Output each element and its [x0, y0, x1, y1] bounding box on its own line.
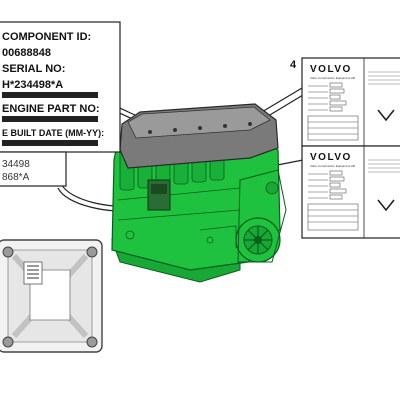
emission-label-a-subtitle: Volvo Construction Equipment AB	[310, 76, 355, 80]
barcode-2	[2, 116, 98, 122]
secondary-label-line-1: 34498	[2, 159, 30, 170]
label-line-serial-no: SERIAL NO:	[2, 63, 65, 75]
label-line-engine-part-no: ENGINE PART NO:	[2, 103, 100, 115]
ecu-plate-sticker-lines	[27, 265, 39, 279]
engine-illustration	[111, 103, 287, 283]
valve-cover-bolts	[148, 122, 252, 134]
emission-label-a-table	[307, 115, 359, 141]
secondary-label: 34498 868*A	[0, 151, 67, 187]
label-line-component-number: 00688848	[2, 47, 51, 59]
timing-cover	[237, 169, 287, 263]
label-line-serial-number: H*234498*A	[2, 79, 63, 91]
emission-label-b-fields	[308, 170, 347, 200]
emission-label-b: VOLVO Volvo Construction Equipment AB	[301, 145, 400, 239]
emission-label-a-brand: VOLVO	[310, 64, 352, 75]
emission-label-b-subtitle: Volvo Construction Equipment AB	[310, 164, 355, 168]
emission-label-b-brand: VOLVO	[310, 152, 352, 163]
callout-number-4: 4	[290, 59, 297, 71]
emission-label-b-volvo-mark	[377, 199, 395, 212]
emission-label-a-volvo-mark	[377, 109, 395, 122]
label-line-component-id: COMPONENT ID:	[2, 31, 91, 43]
component-id-label: COMPONENT ID: 00688848 SERIAL NO: H*2344…	[0, 21, 121, 153]
ecu-plate-sticker	[23, 261, 43, 285]
secondary-label-line-2: 868*A	[2, 172, 30, 183]
barcode-3	[2, 140, 98, 146]
valve-cover-top	[127, 106, 271, 139]
emission-label-a-right-text	[368, 71, 400, 85]
emission-label-b-right-text	[368, 159, 400, 173]
emission-label-a-fields	[308, 82, 347, 112]
emission-label-a: VOLVO Volvo Construction Equipment AB	[301, 57, 400, 147]
emission-label-b-table	[307, 203, 359, 231]
label-line-built-date: E BUILT DATE (MM-YY):	[2, 128, 104, 138]
ecu-plate-closeup	[0, 239, 103, 353]
ecu-plate-mount-holes	[2, 246, 98, 348]
barcode-1	[2, 92, 98, 98]
